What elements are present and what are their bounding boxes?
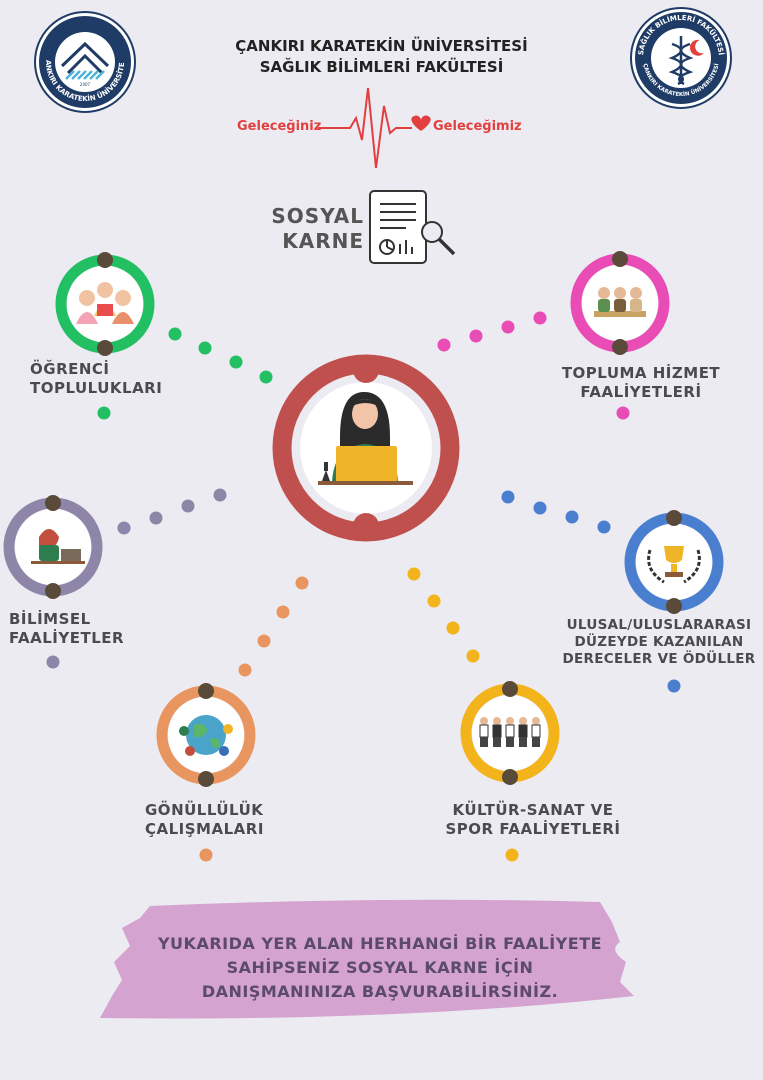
connector-dot	[295, 576, 309, 590]
connector-dot	[427, 594, 441, 608]
connector-dot	[117, 521, 131, 535]
connector-dot	[616, 406, 630, 420]
ring-knob	[45, 583, 61, 599]
heartbeat-line	[318, 87, 431, 169]
ring-knob	[502, 769, 518, 785]
tagline-left: Geleceğiniz	[237, 119, 322, 134]
category-node-gonullu	[156, 683, 256, 787]
ring-knob	[97, 340, 113, 356]
label-line: FAALİYETLERİ	[580, 382, 702, 401]
connector-dot	[446, 621, 460, 635]
label-ulusal-oduller: ULUSAL/ULUSLARARASI DÜZEYDE KAZANILAN DE…	[560, 617, 758, 668]
category-node-topluma	[570, 251, 670, 355]
university-title: ÇANKIRI KARATEKİN ÜNİVERSİTESİ	[235, 37, 528, 55]
footer-message-line3: DANIŞMANINIZA BAŞVURABİLİRSİNİZ.	[201, 982, 559, 1001]
label-ogrenci-topluluklari: ÖĞRENCİ TOPLULUKLARI	[30, 360, 162, 398]
tagline-right: Geleceğimiz	[433, 119, 522, 134]
connector-dot	[149, 511, 163, 525]
heart-icon	[411, 115, 431, 131]
connector-dot	[198, 341, 212, 355]
connector-dot	[597, 520, 611, 534]
center-title-line1: SOSYAL	[271, 204, 364, 228]
connector-dot	[238, 663, 252, 677]
label-line: ULUSAL/ULUSLARARASI	[566, 617, 752, 633]
label-line: TOPLULUKLARI	[30, 378, 163, 397]
label-line: SPOR FAALİYETLERİ	[445, 819, 621, 838]
ring-knob	[666, 598, 682, 614]
connector-dot	[505, 848, 519, 862]
label-line: FAALİYETLER	[9, 628, 125, 647]
label-bilimsel-faaliyetler: BİLİMSEL FAALİYETLER	[9, 610, 124, 648]
connector-dot	[533, 311, 547, 325]
connector-dot	[533, 501, 547, 515]
community-service-icon	[594, 287, 646, 317]
connector-dot	[407, 567, 421, 581]
university-logo: 2007 ÇANKIRI KARATEKİN ÜNİVERSİTESİ	[0, 0, 136, 113]
footer-banner	[100, 899, 634, 1019]
connector-dot	[276, 605, 290, 619]
hub-circle	[272, 354, 460, 542]
category-nodes	[3, 251, 724, 787]
logo-year: 2007	[80, 82, 91, 87]
connector-dot	[437, 338, 451, 352]
student-laptop-icon	[318, 392, 413, 485]
connector-dot	[46, 655, 60, 669]
connector-dot	[259, 370, 273, 384]
trophy-icon	[647, 546, 701, 584]
label-kultur-sanat-spor: KÜLTÜR-SANAT VE SPOR FAALİYETLERİ	[438, 801, 628, 839]
label-line: DERECELER VE ÖDÜLLER	[562, 650, 756, 667]
volunteers-icon	[179, 715, 233, 756]
label-line: ÇALIŞMALARI	[145, 819, 264, 838]
ring-knob	[198, 683, 214, 699]
label-line: ÖĞRENCİ	[30, 360, 110, 378]
category-node-bilimsel	[3, 495, 103, 599]
researcher-icon	[31, 529, 85, 564]
connector-dot	[667, 679, 681, 693]
connector-dots	[46, 311, 681, 862]
students-icon	[76, 282, 134, 324]
category-node-ogrenci	[55, 252, 155, 356]
ring-knob	[198, 771, 214, 787]
ring-knob	[612, 251, 628, 267]
connector-dot	[469, 329, 483, 343]
connector-dot	[229, 355, 243, 369]
report-document-icon	[369, 190, 456, 264]
label-line: TOPLUMA HİZMET	[561, 364, 721, 382]
ring-knob	[612, 339, 628, 355]
ring-knob	[97, 252, 113, 268]
ring-knob	[45, 495, 61, 511]
connector-dot	[466, 649, 480, 663]
connector-dot	[97, 406, 111, 420]
connector-dot	[199, 848, 213, 862]
label-line: BİLİMSEL	[9, 610, 91, 628]
connector-dot	[565, 510, 579, 524]
connector-dot	[501, 320, 515, 334]
faculty-logo: SAĞLIK BİLİMLERİ FAKÜLTESİ ÇANKIRI KARAT…	[630, 7, 732, 109]
label-line: KÜLTÜR-SANAT VE	[452, 801, 614, 819]
label-topluma-hizmet: TOPLUMA HİZMET FAALİYETLERİ	[553, 364, 729, 402]
faculty-title: SAĞLIK BİLİMLERİ FAKÜLTESİ	[259, 58, 504, 76]
center-title: SOSYAL KARNE	[240, 204, 364, 254]
category-node-ulusal	[624, 510, 724, 614]
team-icon	[479, 717, 541, 747]
label-line: GÖNÜLLÜLÜK	[145, 801, 264, 819]
label-gonulluluk-calismalari: GÖNÜLLÜLÜK ÇALIŞMALARI	[145, 801, 264, 839]
connector-dot	[501, 490, 515, 504]
connector-dot	[213, 488, 227, 502]
ring-knob	[666, 510, 682, 526]
connector-dot	[181, 499, 195, 513]
footer-message-line2: SAHİPSENİZ SOSYAL KARNE İÇİN	[226, 958, 534, 977]
connector-dot	[168, 327, 182, 341]
center-title-line2: KARNE	[282, 229, 364, 253]
footer-message-line1: YUKARIDA YER ALAN HERHANGİ BİR FAALİYETE	[157, 934, 603, 953]
connector-dot	[257, 634, 271, 648]
label-line: DÜZEYDE KAZANILAN	[574, 633, 744, 650]
ring-knob	[502, 681, 518, 697]
category-node-kultur	[460, 681, 560, 785]
